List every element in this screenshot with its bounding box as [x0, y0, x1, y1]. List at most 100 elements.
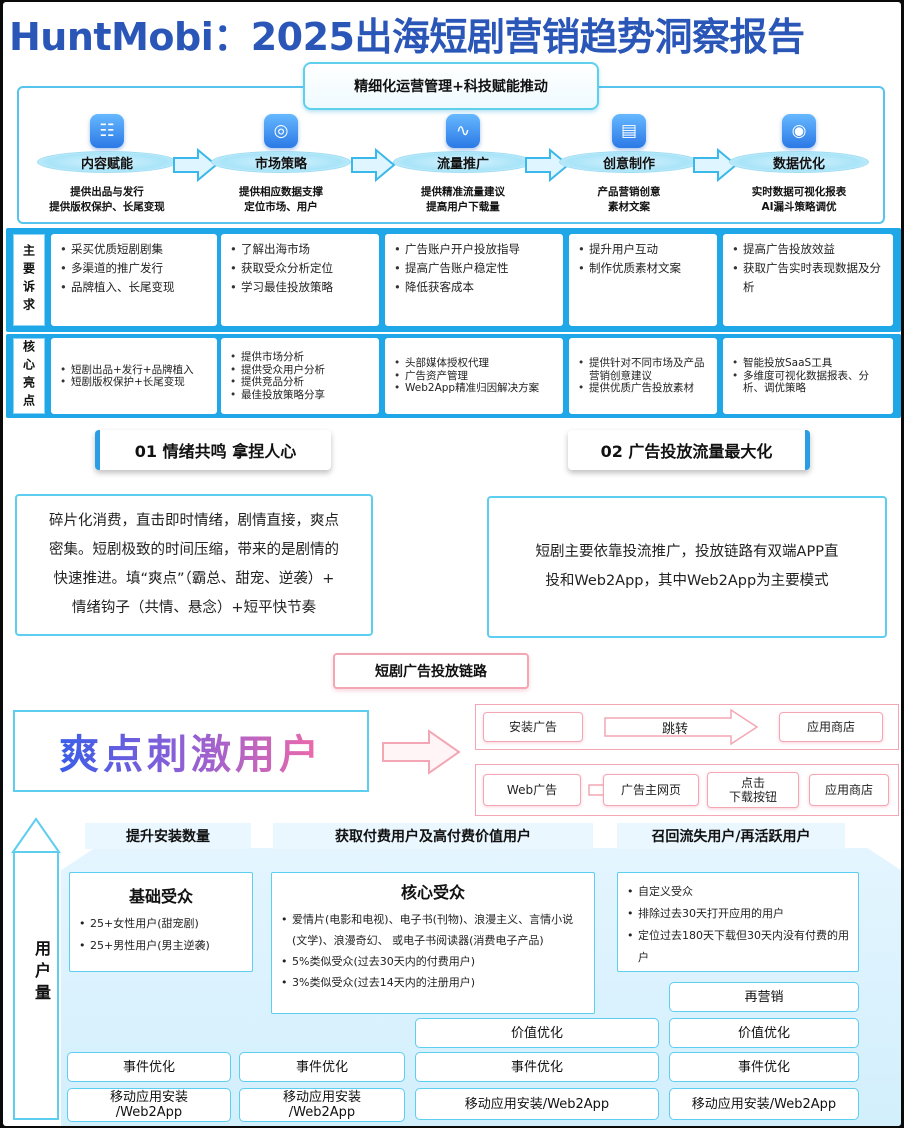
- step-desc-line: 提供版权保护、长尾变现: [49, 201, 165, 213]
- section-01-line: 密集。短剧极致的时间压缩，带来的是剧情的: [49, 542, 339, 558]
- demand-item: 获取受众分析定位: [229, 259, 371, 278]
- demand-cell: 广告账户开户投放指导提高广告账户稳定性降低获客成本: [385, 234, 563, 326]
- core-audience-item: 5%类似受众(过去30天内的付费用户): [280, 951, 586, 972]
- demand-item: 广告账户开户投放指导: [393, 240, 555, 259]
- section-01-line: 碎片化消费，直击即时情绪，剧情直接，爽点: [49, 513, 339, 529]
- step-arrow-icon: [351, 148, 396, 182]
- highlight-item: 提供针对不同市场及产品营销创意建议: [577, 357, 709, 382]
- demand-item: 了解出海市场: [229, 240, 371, 259]
- demand-item: 学习最佳投放策略: [229, 278, 371, 297]
- bar-install-volume: 提升安装数量: [85, 823, 251, 849]
- highlight-item: 短剧出品+发行+品牌植入: [59, 364, 194, 377]
- event-opt-box: 事件优化: [669, 1052, 859, 1082]
- event-opt-box: 事件优化: [415, 1052, 659, 1082]
- section-01-line: 情绪钩子（共情、悬念）+短平快节奏: [71, 600, 317, 616]
- install-box: 移动应用安装 /Web2App: [239, 1088, 405, 1122]
- user-volume-arrow: [13, 850, 59, 1120]
- remarketing-box: 再营销: [669, 982, 859, 1012]
- value-opt-box: 价值优化: [415, 1018, 659, 1048]
- flow-download-button: 点击 下载按钮: [707, 772, 799, 808]
- step-desc-line: 产品营销创意: [597, 186, 661, 198]
- highlight-item: 提供受众用户分析: [229, 364, 325, 377]
- flow-app-store-2: 应用商店: [809, 774, 889, 806]
- document-icon: ▤: [612, 114, 646, 148]
- highlight-cell: 提供市场分析提供受众用户分析提供竞品分析最佳投放策略分享: [221, 338, 379, 414]
- step-description: 产品营销创意素材文案: [549, 185, 709, 215]
- basic-audience-title: 基础受众: [128, 887, 193, 906]
- report-page: HuntMobi：2025出海短剧营销趋势洞察报告 精细化运营管理+科技赋能推动…: [3, 2, 901, 1126]
- highlight-item: 广告资产管理: [393, 370, 539, 383]
- demand-item: 采买优质短剧剧集: [59, 240, 209, 259]
- custom-audience-item: 定位过去180天下载但30天内没有付费的用户: [626, 925, 850, 969]
- section-02-text: 短剧主要依靠投流推广，投放链路有双端APP直 投和Web2App，其中Web2A…: [487, 496, 887, 638]
- install-box: 移动应用安装/Web2App: [669, 1088, 859, 1120]
- demand-item: 提高广告账户稳定性: [393, 259, 555, 278]
- basic-audience-item: 25+男性用户(男主逆袭): [78, 935, 244, 957]
- bar-recall-users: 召回流失用户/再活跃用户: [617, 823, 845, 849]
- highlight-item: 提供市场分析: [229, 351, 325, 364]
- step-title: 创意制作: [559, 151, 699, 173]
- step-description: 提供出品与发行提供版权保护、长尾变现: [27, 185, 187, 215]
- report-title: HuntMobi：2025出海短剧营销趋势洞察报告: [9, 15, 805, 59]
- step-desc-line: 定位市场、用户: [244, 201, 318, 213]
- section-02-line: 投和Web2App，其中Web2App为主要模式: [545, 573, 829, 589]
- section-01-tab: 01 情绪共鸣 拿捏人心: [95, 430, 331, 470]
- demand-cell: 采买优质短剧剧集多渠道的推广发行品牌植入、长尾变现: [51, 234, 217, 326]
- section-02-tab: 02 广告投放流量最大化: [568, 430, 810, 470]
- step-arrow-icon: [693, 148, 738, 182]
- step-desc-line: 实时数据可视化报表: [751, 186, 847, 198]
- line-chart-icon: ∿: [446, 114, 480, 148]
- step-desc-line: 提供精准流量建议: [421, 186, 505, 198]
- big-slogan-box: 爽点刺激用户: [13, 710, 369, 792]
- demand-cell: 了解出海市场获取受众分析定位学习最佳投放策略: [221, 234, 379, 326]
- highlight-item: 提供优质广告投放素材: [577, 382, 709, 395]
- step-desc-line: 提高用户下载量: [426, 201, 500, 213]
- demand-cell: 提升用户互动制作优质素材文案: [569, 234, 717, 326]
- core-audience-item: 爱情片(电影和电视)、电子书(刊物)、浪漫主义、言情小说(文学)、浪漫奇幻、 或…: [280, 909, 586, 951]
- big-slogan: 爽点刺激用户: [59, 722, 323, 780]
- step-description: 提供相应数据支撑定位市场、用户: [201, 185, 361, 215]
- highlight-cell: 短剧出品+发行+品牌植入短剧版权保护+长尾变现: [51, 338, 217, 414]
- highlight-item: Web2App精准归因解决方案: [393, 382, 539, 395]
- flow-advertiser-page: 广告主网页: [603, 774, 699, 806]
- up-arrow-icon: [11, 817, 61, 853]
- demand-item: 获取广告实时表现数据及分析: [731, 259, 885, 297]
- demand-item: 品牌植入、长尾变现: [59, 278, 209, 297]
- basic-audience-item: 25+女性用户(甜宠剧): [78, 913, 244, 935]
- radar-icon: ◉: [782, 114, 816, 148]
- step-description: 提供精准流量建议提高用户下载量: [383, 185, 543, 215]
- core-audience-title: 核心受众: [400, 883, 465, 902]
- value-opt-box: 价值优化: [669, 1018, 859, 1048]
- flow-install-ad: 安装广告: [483, 712, 583, 742]
- user-volume-label: 用户量: [32, 940, 51, 1006]
- custom-audience-card: 自定义受众 排除过去30天打开应用的用户 定位过去180天下载但30天内没有付费…: [617, 872, 859, 972]
- step-arrow-icon: [173, 148, 218, 182]
- install-box: 移动应用安装/Web2App: [415, 1088, 659, 1120]
- flow-app-store-1: 应用商店: [779, 712, 883, 742]
- custom-audience-item: 自定义受众: [626, 881, 850, 903]
- custom-audience-item: 排除过去30天打开应用的用户: [626, 903, 850, 925]
- step-title: 数据优化: [729, 151, 869, 173]
- section-01-text: 碎片化消费，直击即时情绪，剧情直接，爽点 密集。短剧极致的时间压缩，带来的是剧情…: [15, 494, 373, 636]
- step-desc-line: 提供出品与发行: [70, 186, 144, 198]
- highlight-cell: 智能投放SaaS工具多维度可视化数据报表、分析、调优策略: [723, 338, 893, 414]
- flow-web-ad: Web广告: [483, 774, 581, 806]
- step-title: 内容赋能: [37, 151, 177, 173]
- highlight-item: 短剧版权保护+长尾变现: [59, 376, 194, 389]
- flow-jump-arrow: [604, 708, 759, 746]
- demand-item: 多渠道的推广发行: [59, 259, 209, 278]
- demand-item: 提升用户互动: [577, 240, 709, 259]
- ad-chain-banner: 短剧广告投放链路: [333, 653, 529, 689]
- demand-item: 降低获客成本: [393, 278, 555, 297]
- flow-jump-label: 跳转: [661, 722, 688, 737]
- highlight-item: 头部媒体授权代理: [393, 357, 539, 370]
- basic-audience-card: 基础受众 25+女性用户(甜宠剧) 25+男性用户(男主逆袭): [69, 872, 253, 972]
- highlight-item: 提供竞品分析: [229, 376, 325, 389]
- demand-cell: 提高广告投放效益获取广告实时表现数据及分析: [723, 234, 893, 326]
- demand-item: 提高广告投放效益: [731, 240, 885, 259]
- core-audience-item: 3%类似受众(过去14天内的注册用户): [280, 972, 586, 993]
- highlight-item: 最佳投放策略分享: [229, 389, 325, 402]
- list-settings-icon: ☷: [90, 114, 124, 148]
- section-02-line: 短剧主要依靠投流推广，投放链路有双端APP直: [535, 544, 839, 560]
- event-opt-box: 事件优化: [67, 1052, 231, 1082]
